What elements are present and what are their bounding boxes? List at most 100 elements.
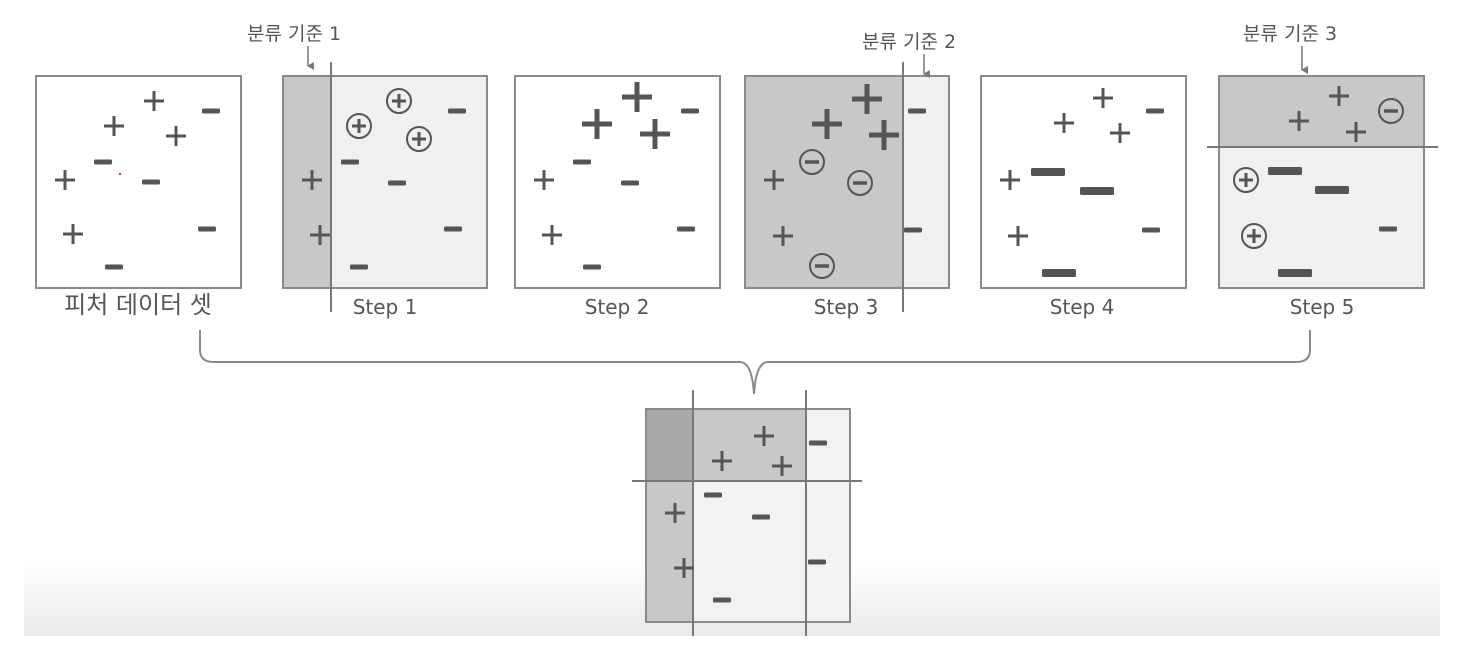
minus-marker bbox=[1268, 167, 1302, 175]
minus-marker bbox=[202, 108, 220, 114]
plus-marker bbox=[812, 109, 842, 139]
minus-marker bbox=[583, 264, 601, 270]
plus-marker bbox=[542, 225, 562, 245]
label-step1: Step 1 bbox=[353, 295, 418, 319]
minus-marker bbox=[1278, 269, 1312, 277]
circled-plus-marker bbox=[346, 113, 372, 139]
minus-marker bbox=[908, 108, 926, 114]
panel-frame bbox=[35, 75, 242, 289]
panel-dataset: 피처 데이터 셋 bbox=[35, 75, 242, 319]
minus-marker bbox=[677, 226, 695, 232]
panel-combined-markers bbox=[665, 426, 827, 603]
plus-marker bbox=[772, 456, 792, 476]
plus-marker bbox=[674, 558, 694, 578]
panel-step3-markers bbox=[764, 84, 926, 279]
circled-plus-marker bbox=[1241, 223, 1267, 249]
region-top-middle bbox=[693, 410, 806, 481]
minus-marker bbox=[752, 514, 770, 520]
minus-marker bbox=[448, 108, 466, 114]
plus-marker bbox=[764, 170, 784, 190]
circled-minus-marker bbox=[1378, 98, 1404, 124]
plus-marker bbox=[55, 170, 75, 190]
plus-marker bbox=[665, 503, 685, 523]
plus-marker bbox=[852, 84, 882, 114]
plus-marker bbox=[104, 116, 124, 136]
minus-marker bbox=[444, 226, 462, 232]
panel-step1-markers bbox=[302, 88, 466, 270]
plus-marker bbox=[1110, 123, 1130, 143]
minus-marker bbox=[1315, 186, 1349, 194]
region-shaded bbox=[746, 77, 903, 287]
label-step3: Step 3 bbox=[814, 295, 879, 319]
criterion-label-3: 분류 기준 3 bbox=[1243, 23, 1337, 45]
minus-marker bbox=[1146, 108, 1164, 114]
circled-minus-marker bbox=[847, 170, 873, 196]
criterion-label-1: 분류 기준 1 bbox=[247, 23, 341, 45]
minus-marker bbox=[1142, 227, 1160, 233]
panel-step4: Step 4 bbox=[980, 75, 1187, 319]
criterion-label-2: 분류 기준 2 bbox=[862, 31, 956, 53]
minus-marker bbox=[105, 264, 123, 270]
plus-marker bbox=[166, 126, 186, 146]
plus-marker bbox=[1008, 226, 1028, 246]
plus-marker bbox=[302, 170, 322, 190]
bottom-strip bbox=[0, 636, 1469, 657]
minus-marker bbox=[388, 180, 406, 186]
plus-marker bbox=[869, 120, 899, 150]
panel-step4-markers bbox=[1000, 88, 1164, 277]
panel-combined bbox=[632, 390, 862, 636]
plus-marker bbox=[622, 82, 652, 112]
panel-step2: Step 2 bbox=[514, 75, 721, 319]
label-dataset: 피처 데이터 셋 bbox=[64, 291, 212, 319]
panel-step5: Step 5 bbox=[1207, 46, 1438, 319]
circled-minus-marker bbox=[809, 253, 835, 279]
combine-brace bbox=[199, 330, 1311, 395]
plus-marker bbox=[144, 91, 164, 111]
minus-marker bbox=[573, 159, 591, 165]
minus-marker bbox=[198, 226, 216, 232]
plus-marker bbox=[1329, 86, 1349, 106]
circled-plus-marker bbox=[406, 126, 432, 152]
minus-marker bbox=[809, 440, 827, 446]
minus-marker bbox=[704, 492, 722, 498]
plus-marker bbox=[534, 170, 554, 190]
minus-marker bbox=[681, 108, 699, 114]
plus-marker bbox=[773, 226, 793, 246]
circled-plus-marker bbox=[1233, 167, 1259, 193]
minus-marker bbox=[142, 179, 160, 185]
plus-marker bbox=[640, 119, 670, 149]
plus-marker bbox=[310, 225, 330, 245]
plus-marker bbox=[754, 426, 774, 446]
region-shaded bbox=[284, 77, 331, 287]
plus-marker bbox=[1346, 122, 1366, 142]
minus-marker bbox=[1042, 269, 1076, 277]
panel-dataset-markers bbox=[55, 91, 220, 270]
plus-marker bbox=[1000, 170, 1020, 190]
region-left-bottom bbox=[647, 481, 693, 621]
region-top-left bbox=[647, 410, 693, 481]
plus-marker bbox=[1093, 88, 1113, 108]
circled-plus-marker bbox=[386, 88, 412, 114]
minus-marker bbox=[713, 597, 731, 603]
minus-marker bbox=[621, 180, 639, 186]
minus-marker bbox=[1031, 168, 1065, 176]
minus-marker bbox=[341, 159, 359, 165]
minus-marker bbox=[808, 559, 826, 565]
panel-step2-markers bbox=[534, 82, 699, 270]
panel-step3: Step 3 bbox=[744, 54, 950, 319]
minus-marker bbox=[904, 227, 922, 233]
plus-marker bbox=[582, 109, 612, 139]
minus-marker bbox=[350, 264, 368, 270]
minus-marker bbox=[94, 159, 112, 165]
label-step5: Step 5 bbox=[1290, 295, 1355, 319]
plus-marker bbox=[712, 451, 732, 471]
minus-marker bbox=[1080, 187, 1114, 195]
plus-marker bbox=[1289, 111, 1309, 131]
label-step4: Step 4 bbox=[1050, 295, 1115, 319]
plus-marker bbox=[1054, 113, 1074, 133]
plus-marker bbox=[63, 224, 83, 244]
panel-frame bbox=[980, 75, 1187, 289]
panel-frame bbox=[514, 75, 721, 289]
circled-minus-marker bbox=[799, 149, 825, 175]
